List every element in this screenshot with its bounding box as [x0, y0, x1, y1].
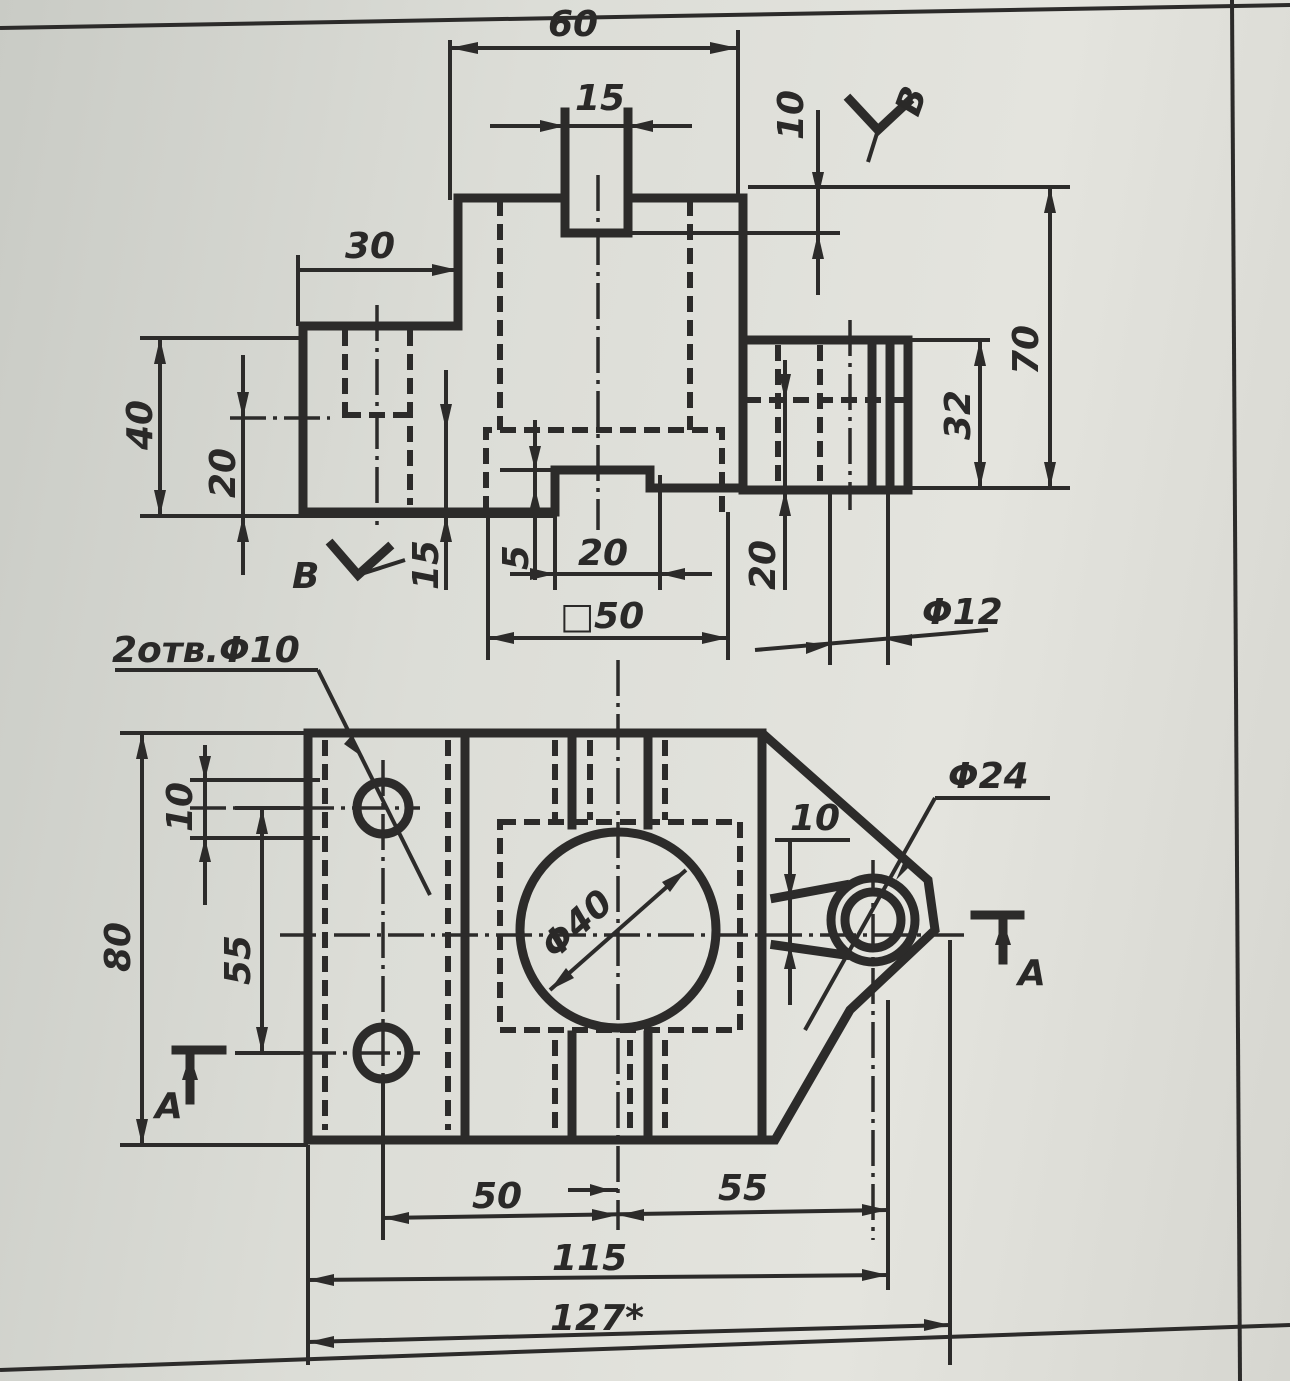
- dim-55-horizontal-label: 55: [718, 1168, 768, 1209]
- dim-32-label: 32: [938, 390, 979, 440]
- dim-10-right-label: 10: [790, 798, 840, 839]
- dim-15-top-label: 15: [575, 78, 625, 119]
- dim-115-label: 115: [552, 1238, 627, 1279]
- dim-10-left-label: 10: [160, 782, 201, 832]
- dim-30-label: 30: [345, 226, 395, 267]
- dim-20-left-label: 20: [203, 448, 244, 498]
- boss-neck: [769, 879, 851, 904]
- dim-50-label: 50: [472, 1176, 522, 1217]
- section-a-left-label: A: [152, 1086, 183, 1127]
- dim-40-label: 40: [120, 400, 161, 451]
- view-b-mark-left: B: [292, 538, 406, 597]
- dim-20-center-label: 20: [578, 533, 628, 574]
- hidden-line: [483, 427, 725, 512]
- dim-d12-label: Φ12: [922, 592, 1003, 633]
- dim-20-right-label: 20: [743, 540, 784, 590]
- dim-10-right-label: 10: [771, 90, 812, 140]
- frame-right: [1230, 0, 1242, 1381]
- boss-outline: [738, 335, 913, 495]
- plan-view: 2отв.Φ10 10 55 80 Φ40 10: [98, 630, 1050, 1365]
- section-a-mark-right: A: [970, 910, 1046, 994]
- holes-note-label: 2отв.Φ10: [112, 630, 300, 671]
- dim-127-label: 127*: [550, 1298, 644, 1339]
- section-a-right-label: A: [1015, 953, 1046, 994]
- dim-70-label: 70: [1006, 325, 1047, 375]
- frame-bottom: [0, 1323, 1290, 1372]
- section-view: 60 15 10 30 40 20 15: [120, 4, 1070, 665]
- dim-55-vertical-label: 55: [218, 935, 259, 985]
- dim-5-label: 5: [496, 545, 537, 570]
- dim-d40-label: Φ40: [534, 882, 621, 966]
- dim-60-label: 60: [548, 4, 598, 45]
- dim-15-left-label: 15: [406, 540, 447, 590]
- section-a-mark-left: A: [152, 1045, 227, 1127]
- plan-outline: [303, 728, 940, 1145]
- boss-neck: [769, 939, 851, 961]
- section-mark-b-left: B: [292, 556, 319, 597]
- frame-top: [0, 3, 1290, 30]
- view-b-mark-right: B: [843, 81, 936, 163]
- dim-80-label: 80: [98, 922, 139, 972]
- dim-d24-label: Φ24: [948, 756, 1029, 797]
- dim-square-50-label: □50: [560, 596, 644, 637]
